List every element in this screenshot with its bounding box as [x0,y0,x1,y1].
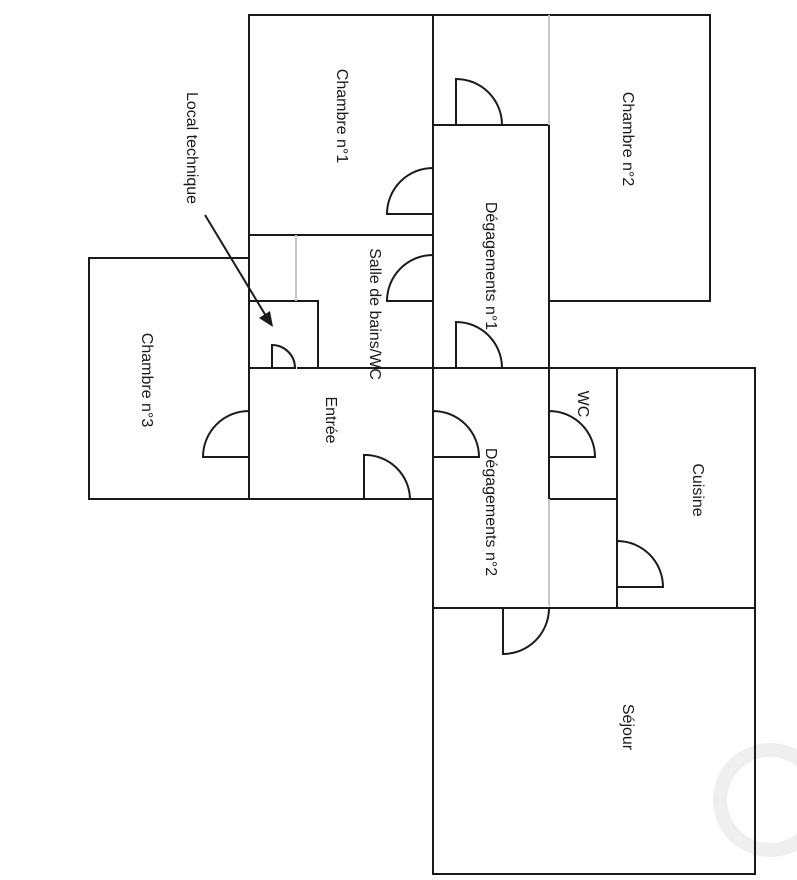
label-degagements-2: Dégagements n°2 [482,448,499,576]
door-degagements-1 [455,320,504,369]
watermark [713,743,797,857]
labels: Chambre n°1 Chambre n°2 Local technique … [138,69,706,751]
door-entree-degagements [432,409,481,458]
door-sejour [502,607,551,656]
door-cuisine [616,539,665,588]
label-chambre-3: Chambre n°3 [138,333,155,428]
door-salle-de-bains [385,253,434,302]
door-wc [548,409,597,458]
door-top [455,77,504,126]
label-chambre-1: Chambre n°1 [333,69,350,164]
door-chambre-3 [201,409,250,458]
door-front-entrance [363,453,412,500]
door-chambre-1 [385,166,434,215]
label-chambre-2: Chambre n°2 [619,92,636,187]
walls [88,14,756,875]
label-cuisine: Cuisine [689,463,706,516]
wall-chambre-3 [88,257,250,500]
wall-chambre-2 [548,14,711,302]
doors [201,77,665,656]
label-sejour: Séjour [619,704,636,751]
arrow-head [259,311,273,327]
label-wc: WC [574,391,591,418]
label-entree: Entrée [322,396,339,443]
wall-sejour [432,607,756,875]
door-local-technique [271,343,297,369]
label-degagements-1: Dégagements n°1 [482,202,499,330]
label-salle-de-bains: Salle de bains/WC [366,248,383,380]
label-local-technique: Local technique [183,92,200,204]
arrow-line [204,214,267,317]
local-technique-arrow [204,214,273,327]
